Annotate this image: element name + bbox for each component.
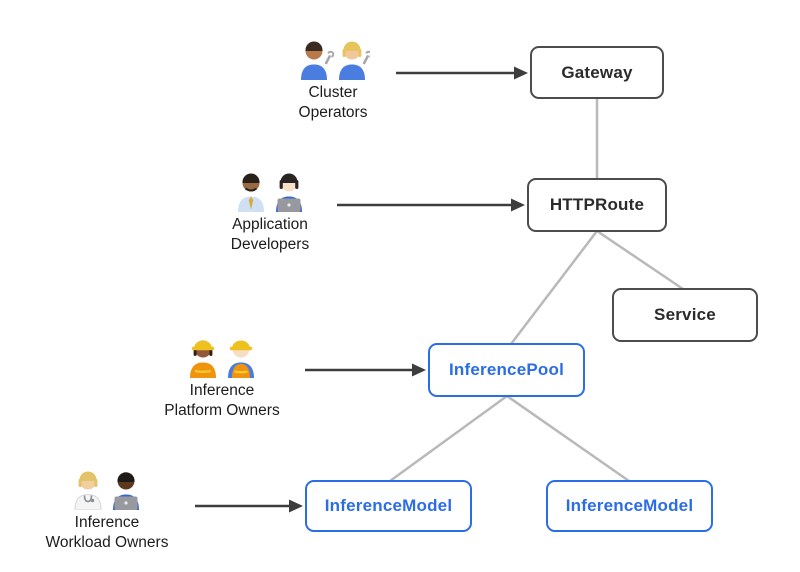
laptop-icon [277,198,301,212]
persona-label-inference-workload-owners: Inference Workload Owners [45,514,169,551]
man-office-worker-icon [238,173,264,212]
edge-inferencepool-inferencemodel-1 [389,394,508,483]
edge-httproute-service [596,229,684,291]
persona-inference-workload-owners: Inference Workload Owners [12,466,202,553]
node-gateway-label: Gateway [561,62,633,82]
node-httproute: HTTPRoute [527,178,667,232]
man-technologist-icon [113,472,139,510]
persona-cluster-operators: Cluster Operators [238,36,428,123]
man-construction-worker-icon [228,340,254,378]
woman-construction-worker-icon [190,340,216,378]
persona-label-cluster-operators: Cluster Operators [298,84,368,121]
arrow-platform-owners-inferencepool [305,363,426,377]
persona-label-inference-platform-owners: Inference Platform Owners [164,382,280,419]
node-service-label: Service [654,305,716,324]
arrow-application-developers-httproute [337,198,525,212]
persona-inference-platform-owners: Inference Platform Owners [127,334,317,421]
node-inferencepool-label: InferencePool [448,360,565,379]
persona-application-developers: Application Developers [175,168,365,255]
persona-label-application-developers: Application Developers [230,216,310,253]
arrow-workload-owners-inferencemodel [195,499,303,513]
node-inferencemodel-left-label: InferenceModel [324,496,453,515]
edge-httproute-inferencepool [510,230,598,345]
man-mechanic-icon [301,41,335,80]
tie-icon [248,196,254,210]
woman-mechanic-icon [339,41,370,80]
node-inferencepool: InferencePool [428,343,585,397]
wrench-icon [324,50,335,65]
node-httproute-label: HTTPRoute [549,195,645,214]
node-gateway: Gateway [530,46,664,99]
edge-inferencepool-inferencemodel-2 [506,394,630,483]
node-service: Service [612,288,758,342]
arrow-cluster-operators-gateway [396,66,528,80]
node-inferencemodel-right: InferenceModel [546,480,713,532]
hard-hat-icon [191,340,215,351]
hard-hat-icon [229,340,253,351]
wrench-icon [362,50,370,65]
stethoscope-icon [83,495,95,503]
construction-workers-emoji-icon [190,340,254,378]
workload-owners-emoji-icon [74,471,139,510]
woman-technologist-icon [276,173,302,212]
health-worker-icon [74,471,102,510]
developers-emoji-icon [238,173,302,212]
node-inferencemodel-left: InferenceModel [305,480,472,532]
node-inferencemodel-right-label: InferenceModel [565,496,694,515]
mechanics-emoji-icon [301,41,370,80]
laptop-icon [114,496,138,510]
